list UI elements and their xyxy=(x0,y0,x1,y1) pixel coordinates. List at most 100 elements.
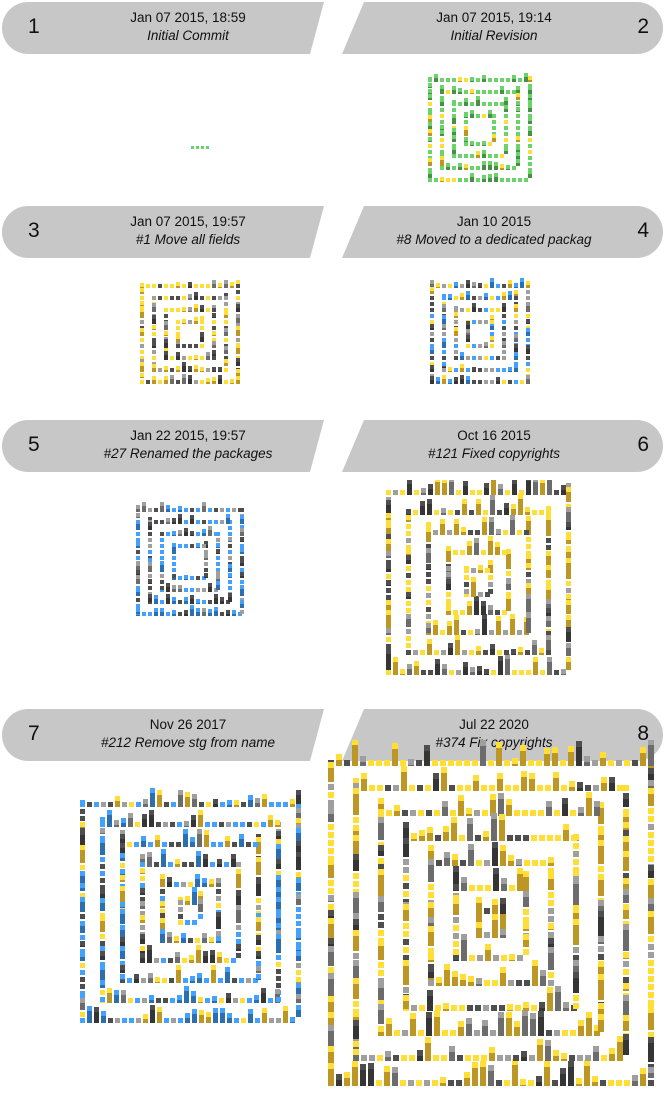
building-bar xyxy=(158,368,162,372)
building-bar xyxy=(206,308,210,312)
building-bar xyxy=(416,1080,422,1086)
building-bar xyxy=(406,650,411,655)
building-bar xyxy=(623,977,629,983)
building-bar xyxy=(616,760,622,766)
building-bar xyxy=(141,836,146,847)
building-bar xyxy=(178,514,182,524)
building-bar xyxy=(552,747,558,766)
building-bar xyxy=(169,842,174,847)
building-bar xyxy=(140,901,145,909)
building-bar xyxy=(202,529,206,536)
building-bar xyxy=(142,612,146,616)
building-bar xyxy=(127,842,132,847)
building-bar xyxy=(176,366,180,372)
building-bar xyxy=(469,650,474,655)
building-bar xyxy=(128,998,133,1003)
building-bar xyxy=(478,320,482,324)
building-bar xyxy=(483,831,489,841)
building-bar xyxy=(162,978,167,983)
building-bar xyxy=(648,1007,654,1030)
building-bar xyxy=(148,612,152,616)
building-bar xyxy=(441,508,446,515)
building-bar xyxy=(466,1018,472,1036)
building-bar xyxy=(494,173,498,182)
building-bar xyxy=(403,939,409,945)
building-bar xyxy=(403,822,409,841)
building-bar xyxy=(473,1055,479,1061)
building-bar xyxy=(448,294,452,300)
building-bar xyxy=(504,503,509,515)
building-bar xyxy=(353,788,359,815)
building-bar xyxy=(515,1005,521,1011)
building-bar xyxy=(573,867,579,873)
building-bar xyxy=(376,1080,382,1086)
building-bar xyxy=(236,314,240,324)
building-bar xyxy=(469,955,475,961)
building-bar xyxy=(504,760,510,766)
building-bar xyxy=(216,562,220,566)
building-bar xyxy=(236,296,240,300)
building-bar xyxy=(217,952,222,963)
building-bar xyxy=(418,810,424,816)
building-bar xyxy=(566,657,571,670)
building-bar xyxy=(240,515,244,524)
building-bar xyxy=(296,963,301,968)
building-bar xyxy=(160,502,164,512)
building-bar xyxy=(648,992,654,998)
building-bar xyxy=(160,600,164,604)
building-bar xyxy=(240,559,244,566)
building-bar xyxy=(224,308,228,312)
building-bar xyxy=(585,785,591,791)
building-bar xyxy=(276,969,281,974)
building-bar xyxy=(498,656,503,675)
building-bar xyxy=(623,811,629,823)
building-bar xyxy=(440,630,445,635)
building-bar xyxy=(461,630,466,635)
building-bar xyxy=(523,891,529,907)
building-bar xyxy=(184,610,188,616)
building-bar xyxy=(458,102,462,106)
building-bar xyxy=(80,893,85,898)
snapshot-number: 7 xyxy=(28,722,40,745)
building-bar xyxy=(328,973,334,998)
building-bar xyxy=(540,970,546,986)
building-bar xyxy=(461,934,467,961)
building-bar xyxy=(623,983,629,991)
building-bar xyxy=(140,934,145,944)
building-bar xyxy=(120,875,125,882)
building-bar xyxy=(554,810,560,816)
building-bar xyxy=(427,499,432,515)
building-bar xyxy=(515,835,521,841)
building-bar xyxy=(491,480,496,495)
building-bar xyxy=(573,851,579,857)
building-bar xyxy=(182,344,186,348)
building-bar xyxy=(566,627,571,642)
building-bar xyxy=(406,587,411,592)
building-bar xyxy=(436,283,440,288)
building-bar xyxy=(428,884,434,890)
building-bar xyxy=(506,78,510,82)
building-bar xyxy=(170,375,174,384)
building-bar xyxy=(540,670,545,675)
building-bar xyxy=(443,1003,449,1011)
building-bar xyxy=(648,848,654,854)
building-bar xyxy=(328,1046,334,1070)
building-bar xyxy=(386,649,391,670)
building-bar xyxy=(426,623,431,633)
building-bar xyxy=(164,296,168,300)
building-bar xyxy=(526,583,531,598)
building-bar xyxy=(514,352,518,360)
building-bar xyxy=(623,1034,629,1055)
building-bar xyxy=(167,877,172,887)
building-bar xyxy=(188,882,193,887)
building-bar xyxy=(160,889,165,894)
building-bar xyxy=(386,588,391,593)
building-bar xyxy=(403,875,409,881)
building-bar xyxy=(209,879,214,887)
building-bar xyxy=(403,867,409,873)
building-bar xyxy=(460,375,464,384)
building-bar xyxy=(648,1037,654,1062)
building-bar xyxy=(178,907,183,912)
building-bar xyxy=(80,809,85,814)
building-bar xyxy=(498,484,503,495)
